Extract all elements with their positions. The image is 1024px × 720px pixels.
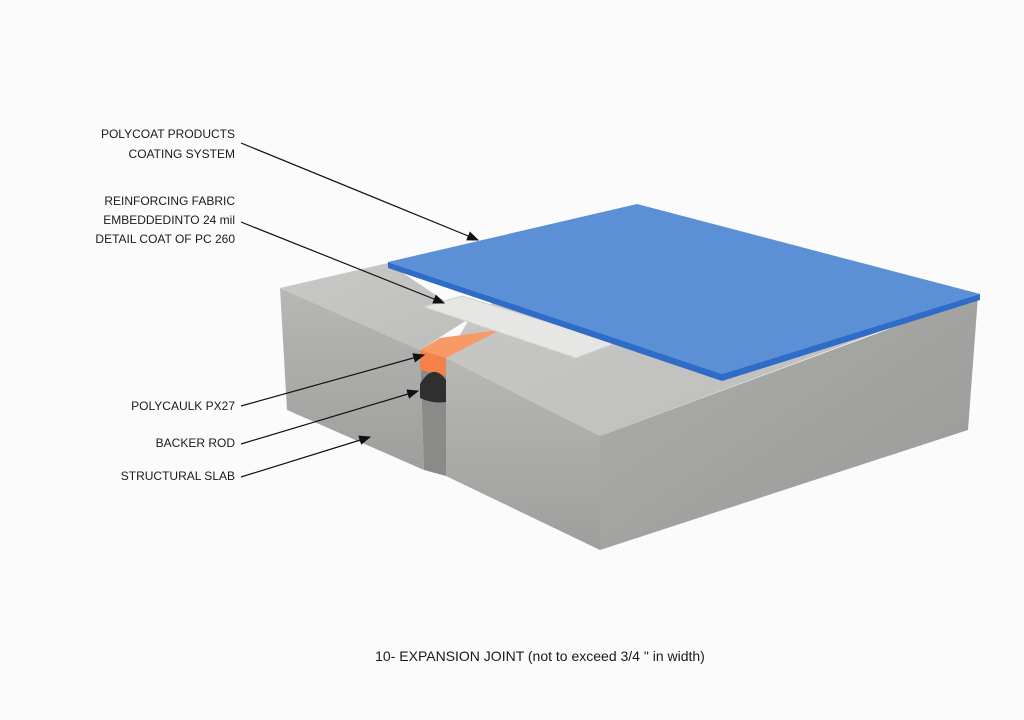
- coating-label: POLYCOAT PRODUCTS COATING SYSTEM: [101, 124, 235, 164]
- coating-leader-arrow: [240, 142, 480, 241]
- backer-rod-leader-arrow: [240, 389, 420, 445]
- fabric-label-line: REINFORCING FABRIC: [104, 194, 235, 208]
- fabric-label-line: DETAIL COAT OF PC 260: [95, 232, 235, 246]
- diagram-caption: 10- EXPANSION JOINT (not to exceed 3/4 "…: [375, 648, 705, 664]
- polycaulk-sealant-top: [420, 330, 500, 358]
- coating-system: [388, 204, 980, 374]
- left-slab-front: [280, 288, 424, 470]
- caulk-label: POLYCAULK PX27: [131, 399, 235, 413]
- right-slab-front: [446, 358, 600, 550]
- fabric-leader-arrow: [240, 221, 446, 304]
- fabric-label-line: EMBEDDEDINTO 24 mil: [103, 213, 235, 227]
- right-slab-side: [600, 296, 978, 550]
- caulk-leader-arrow: [240, 353, 426, 407]
- fabric-label: REINFORCING FABRIC EMBEDDEDINTO 24 mil D…: [95, 192, 235, 249]
- backer-rod: [420, 371, 446, 403]
- coating-label-line: POLYCOAT PRODUCTS: [100, 127, 235, 141]
- polycaulk-sealant: [420, 350, 446, 376]
- coating-label-line: COATING SYSTEM: [128, 147, 235, 161]
- left-slab-top: [280, 263, 470, 350]
- slab-leader-arrow: [240, 435, 372, 478]
- backer-rod-label: BACKER ROD: [155, 436, 235, 450]
- slab-label: STRUCTURAL SLAB: [120, 469, 235, 483]
